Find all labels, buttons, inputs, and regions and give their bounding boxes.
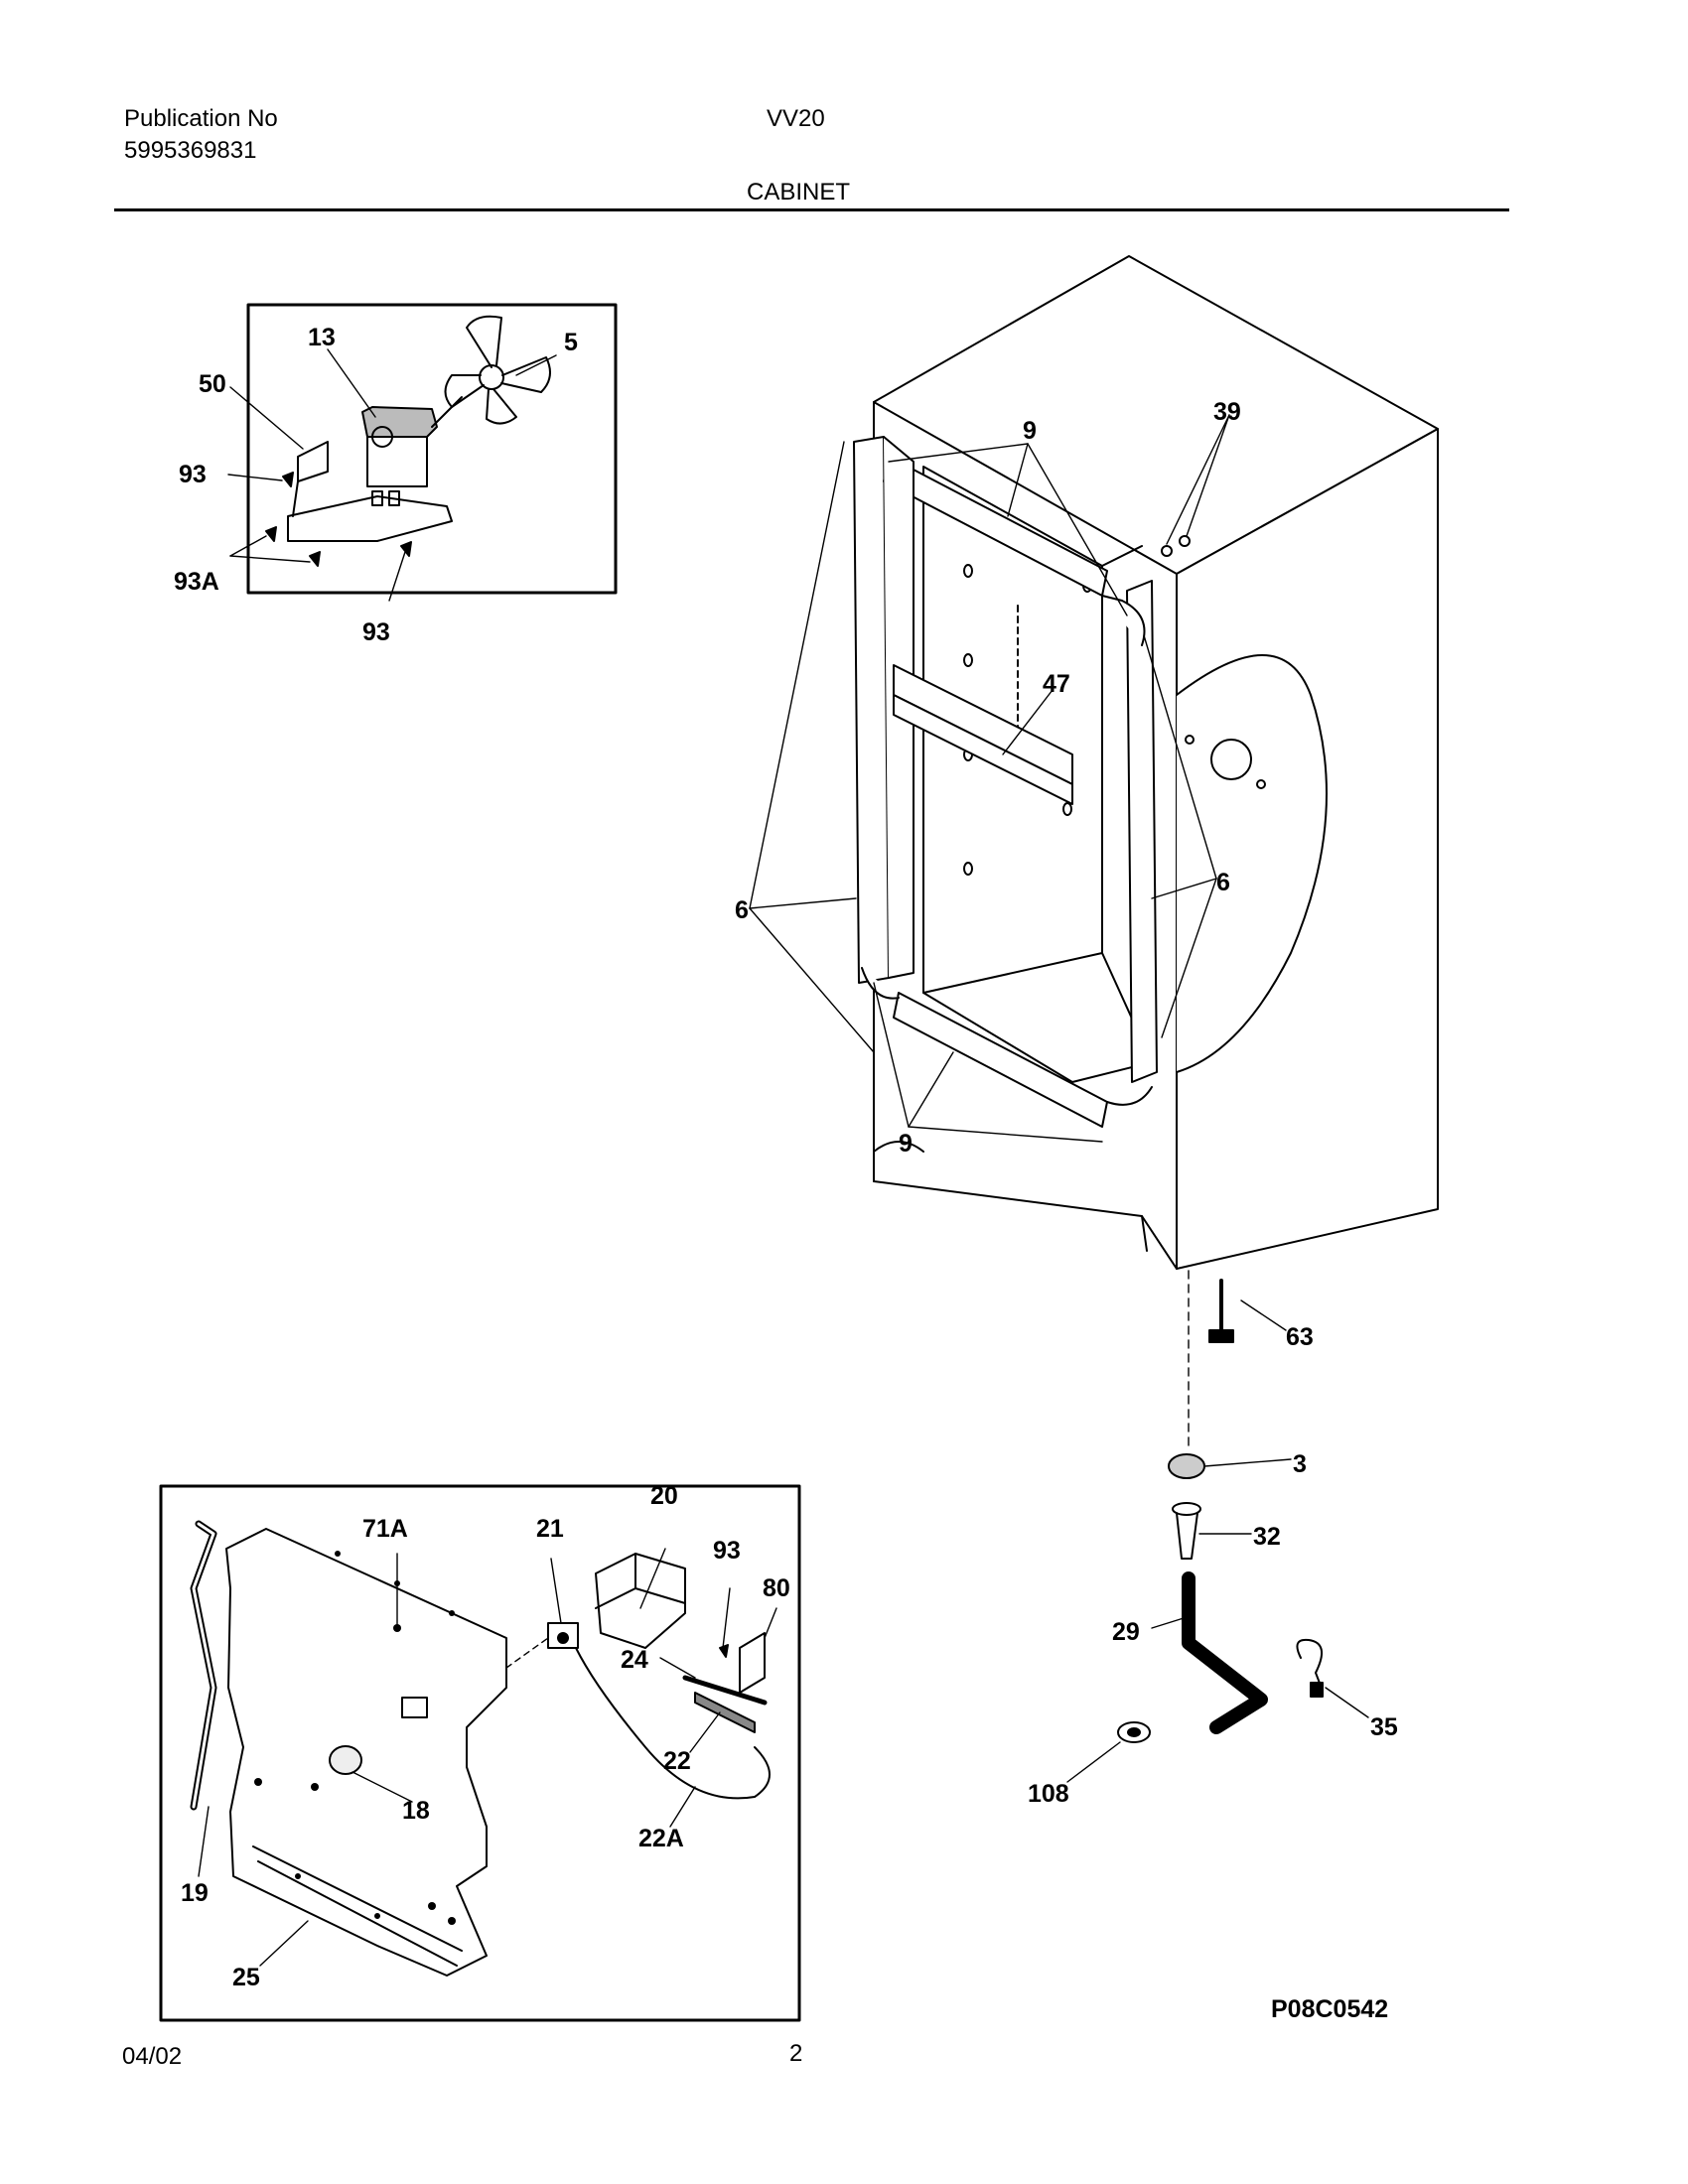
callout-35: 35 — [1370, 1713, 1398, 1741]
drain-hose-part — [1151, 1571, 1268, 1734]
callout-6-right: 6 — [1216, 869, 1230, 896]
callout-32: 32 — [1253, 1523, 1281, 1551]
footer-date: 04/02 — [122, 2043, 183, 2070]
callout-50: 50 — [199, 370, 226, 398]
leveling-leg-part — [1208, 1279, 1287, 1343]
fan-motor-inset — [227, 303, 618, 602]
callout-9-top: 9 — [1023, 417, 1037, 445]
heater-part — [682, 1675, 768, 1733]
publication-number: 5995369831 — [124, 137, 257, 164]
callout-24: 24 — [621, 1646, 648, 1674]
callout-25: 25 — [232, 1964, 260, 1991]
control-panel-inset — [159, 1484, 801, 2022]
hose-clip-part — [1296, 1638, 1369, 1718]
callout-18: 18 — [402, 1797, 430, 1825]
motor-bracket-part — [287, 441, 453, 542]
footer-page-number: 2 — [789, 2040, 803, 2067]
divider-bracket-part — [893, 664, 1073, 805]
callout-93A: 93A — [174, 568, 219, 596]
callout-13: 13 — [308, 324, 336, 351]
grommet-part — [1066, 1721, 1151, 1783]
model-number: VV20 — [767, 105, 825, 132]
callout-22: 22 — [663, 1747, 691, 1775]
thermostat-bracket-part — [719, 1632, 766, 1694]
callout-108: 108 — [1028, 1780, 1069, 1808]
breaker-strip-part — [853, 436, 1158, 1128]
callout-22A: 22A — [638, 1825, 684, 1852]
callout-3: 3 — [1293, 1450, 1307, 1478]
callout-5: 5 — [564, 329, 578, 356]
callout-63: 63 — [1286, 1323, 1314, 1351]
screw-part — [265, 472, 412, 567]
publication-label: Publication No — [124, 105, 278, 132]
drain-tube-part — [1172, 1502, 1252, 1560]
fan-blade-part — [444, 315, 551, 425]
callout-6-left: 6 — [735, 896, 749, 924]
back-panel-part — [225, 1528, 507, 1977]
callout-80: 80 — [763, 1574, 790, 1602]
control-housing-part — [595, 1553, 686, 1649]
callout-21: 21 — [536, 1515, 564, 1543]
thermostat-part — [505, 1622, 771, 1800]
callout-71A: 71A — [362, 1515, 408, 1543]
callout-47: 47 — [1043, 670, 1070, 698]
drawing-code: P08C0542 — [1271, 1995, 1389, 2023]
callout-93-motor-upper: 93 — [179, 461, 207, 488]
fan-motor-part — [361, 396, 463, 506]
cabinet-part — [873, 255, 1439, 1270]
callout-39: 39 — [1213, 398, 1241, 426]
callout-29: 29 — [1112, 1618, 1140, 1646]
drain-cap-part — [1168, 1453, 1292, 1479]
callout-19: 19 — [181, 1879, 209, 1907]
callout-20: 20 — [650, 1482, 678, 1510]
callout-93-motor-lower: 93 — [362, 618, 390, 646]
callout-93-panel: 93 — [713, 1537, 741, 1565]
header-rule — [114, 208, 1509, 211]
callout-9-bottom: 9 — [899, 1130, 913, 1158]
section-title: CABINET — [747, 179, 851, 205]
